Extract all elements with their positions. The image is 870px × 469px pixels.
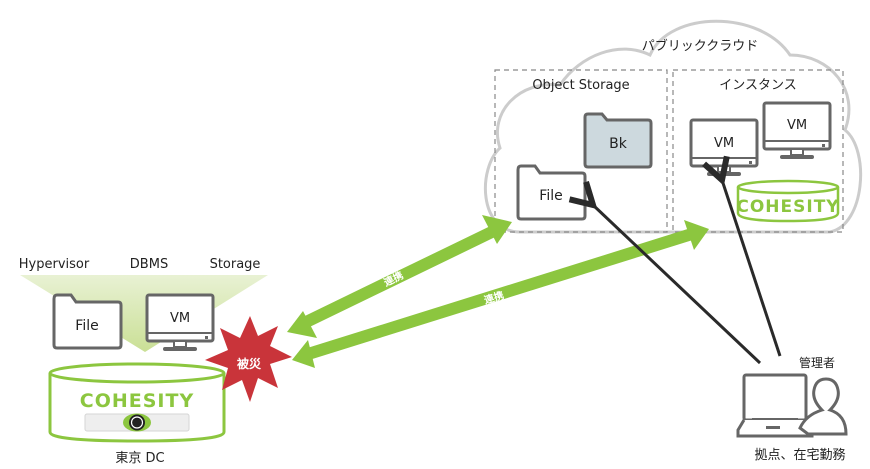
cloud-cohesity-cylinder-icon: COHESITY [736, 179, 840, 223]
cloud-vm-monitor-icon: VM [762, 101, 832, 159]
cloud-cohesity-logo: COHESITY [736, 197, 839, 217]
admin-arrow-to-file [593, 205, 762, 365]
backup-folder-icon: Bk [583, 112, 653, 169]
link-arrow-instances: 連携 [292, 220, 709, 368]
admin-location-label: 拠点、在宅勤務 [754, 448, 845, 463]
category-label-dbms: DBMS [130, 257, 168, 272]
onprem-file-folder-icon: File [52, 293, 123, 350]
cloud-file-folder-icon: File [516, 164, 587, 221]
onprem-vm-monitor-icon: VM [145, 293, 215, 351]
cloud-vm-label-1: VM [714, 136, 734, 151]
onprem-cohesity-cylinder-icon: COHESITY [48, 362, 226, 443]
user-silhouette-icon [798, 377, 848, 436]
cloud-vm-monitor-icon: VM [689, 118, 759, 176]
cloud-title: パブリッククラウド [642, 38, 758, 54]
backup-folder-label: Bk [609, 136, 628, 152]
cohesity-appliance-icon [84, 413, 190, 432]
onprem-file-label: File [75, 318, 98, 334]
disaster-label: 被災 [237, 356, 262, 371]
site-label: 東京 DC [115, 450, 164, 466]
cloud-file-folder-label: File [539, 188, 562, 204]
disaster-burst-icon: 被災 [205, 316, 292, 402]
category-label-storage: Storage [210, 257, 261, 272]
admin-arrow-to-vm [722, 180, 782, 357]
laptop-icon [736, 373, 814, 438]
object-storage-box [494, 69, 668, 233]
onprem-cohesity-logo: COHESITY [80, 390, 194, 412]
instances-box [672, 69, 844, 233]
object-storage-title: Object Storage [532, 78, 629, 93]
admin-role-label: 管理者 [799, 355, 835, 370]
category-label-hypervisor: Hypervisor [19, 257, 90, 272]
instances-title: インスタンス [719, 78, 796, 93]
cloud-vm-label-2: VM [787, 118, 807, 133]
onprem-vm-label: VM [170, 311, 190, 326]
